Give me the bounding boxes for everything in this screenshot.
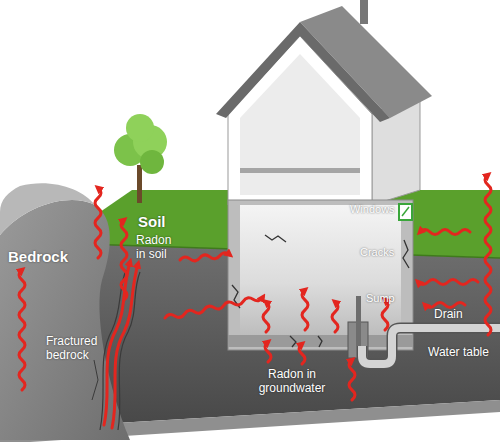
- tree-trunk: [137, 165, 142, 203]
- area-label: Radon in soil: [136, 234, 180, 262]
- radon-arrow: [485, 175, 491, 335]
- radon-arrow: [299, 344, 305, 364]
- radon-arrow: [164, 295, 263, 321]
- radon-arrow: [112, 264, 138, 428]
- area-label: Drain: [434, 308, 494, 322]
- radon-arrow: [265, 342, 271, 362]
- radon-arrow: [302, 290, 308, 330]
- wall-crack: [265, 235, 286, 242]
- rock-fracture: [118, 272, 140, 430]
- basement-slab: [228, 335, 413, 347]
- drain-pipe: [362, 328, 500, 364]
- roof-edge: [216, 22, 390, 122]
- area-label: Bedrock: [8, 248, 88, 265]
- area-label: Cracks: [360, 246, 402, 259]
- radon-arrows: [19, 175, 491, 428]
- radon-arrow: [180, 252, 230, 262]
- rock-fracture: [100, 270, 126, 430]
- window-symbol: [402, 207, 409, 216]
- house-front: [228, 36, 372, 205]
- radon-arrow: [332, 302, 338, 332]
- radon-arrow: [420, 230, 470, 235]
- radon-arrow: [104, 262, 130, 425]
- bedrock-top: [0, 183, 95, 235]
- basement-wall: [228, 200, 413, 350]
- chimney: [360, 0, 368, 24]
- rock-fracture: [92, 360, 98, 400]
- area-label: Soil: [138, 213, 198, 230]
- wall-crack: [403, 240, 409, 268]
- bedrock-mound: [0, 200, 130, 440]
- tree-crown: [140, 150, 164, 174]
- area-label: Fractured bedrock: [46, 335, 108, 363]
- radon-arrow: [418, 280, 478, 285]
- upper-floor: [240, 168, 360, 173]
- area-label: Sump: [366, 292, 406, 305]
- basement-room: [240, 205, 401, 335]
- tree-crown: [126, 114, 154, 142]
- radon-arrow: [382, 300, 388, 330]
- radon-arrow: [425, 303, 465, 308]
- floor-crack: [290, 336, 296, 347]
- area-label: Radon in groundwater: [250, 368, 334, 396]
- area-label: Water table: [428, 346, 498, 360]
- area-label: Windows: [350, 203, 398, 216]
- drain-pipe: [362, 328, 500, 364]
- radon-arrow: [19, 270, 25, 390]
- radon-arrow: [95, 188, 101, 258]
- radon-arrow: [349, 360, 355, 400]
- window-symbol: [399, 204, 412, 220]
- floor-crack: [318, 336, 322, 347]
- sump-pipe: [356, 296, 361, 346]
- radon-arrow: [263, 302, 269, 332]
